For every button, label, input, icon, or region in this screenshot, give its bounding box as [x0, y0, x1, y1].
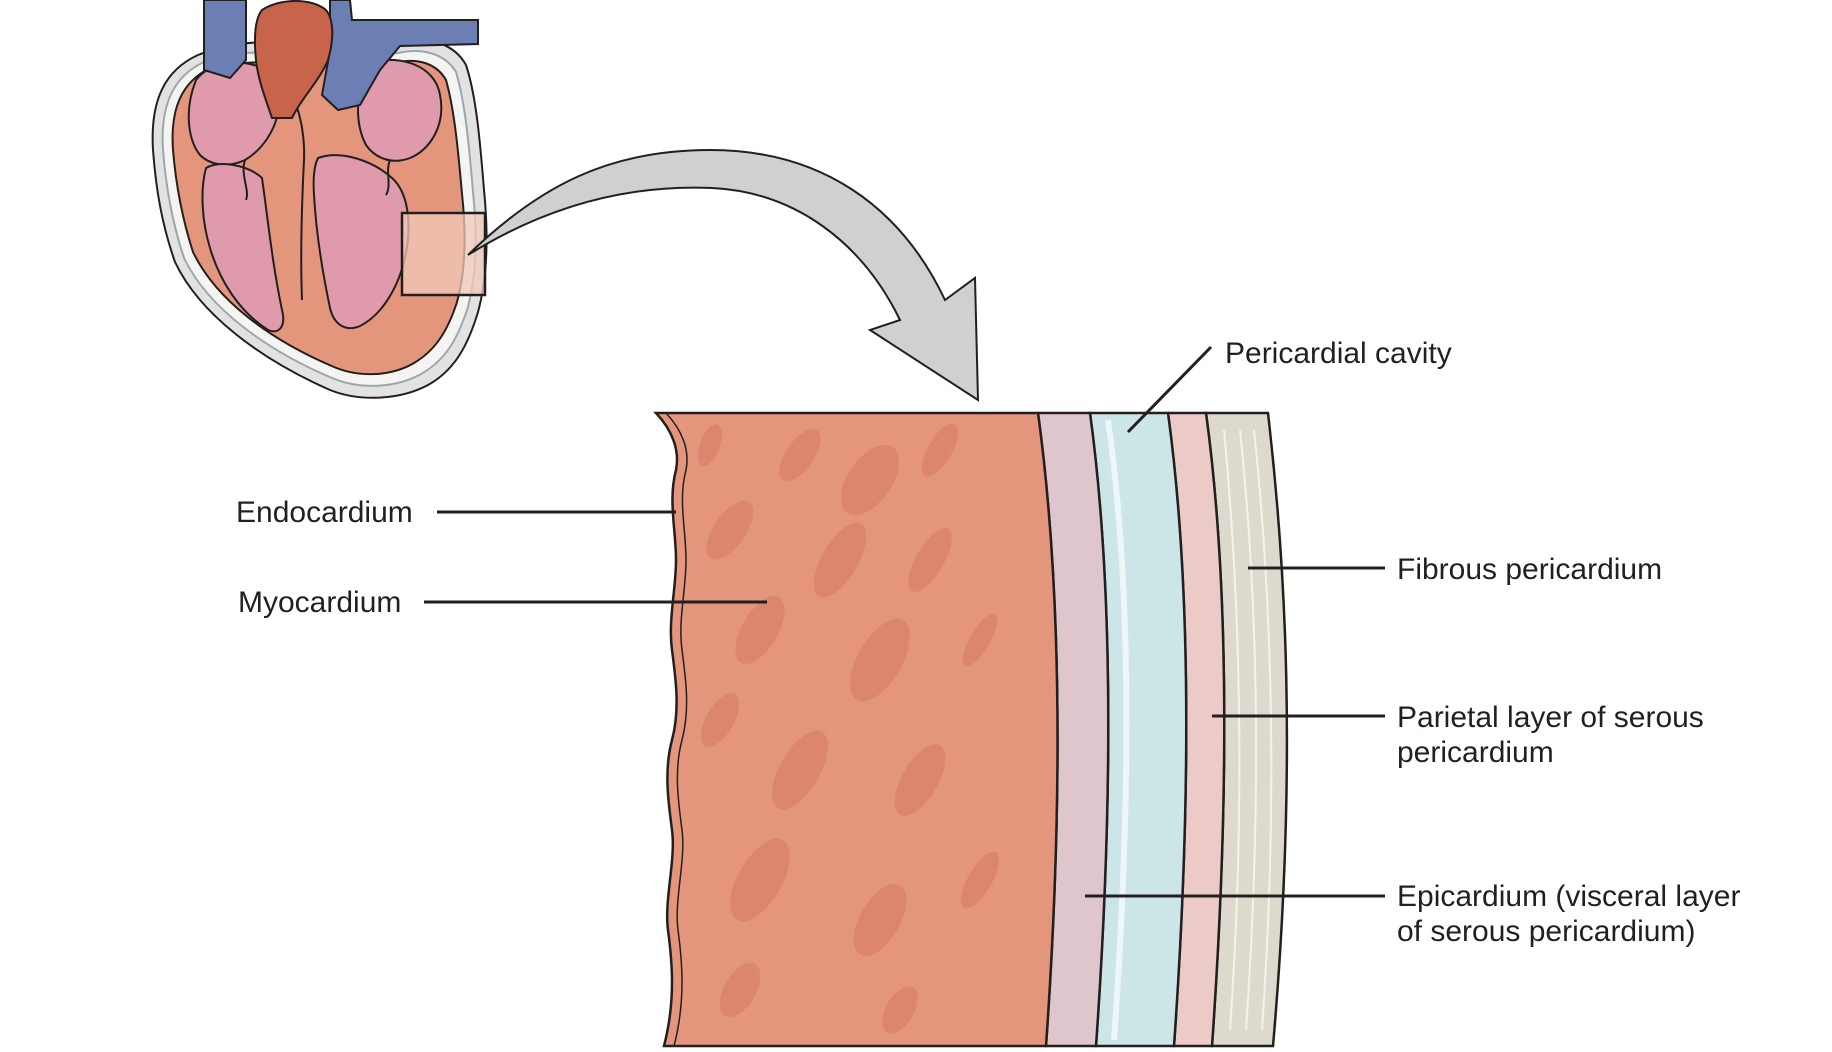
- fibrous-strand: [1239, 429, 1258, 1031]
- fibrous-strand: [1253, 429, 1273, 1031]
- myocardium-fiber: [719, 962, 761, 1018]
- heart-septum: [289, 89, 306, 301]
- label-parietal-layer-line1: Parietal layer of serous: [1397, 701, 1704, 734]
- heart-left-ventricle: [312, 154, 410, 330]
- heart-right-atrium: [187, 61, 280, 166]
- label-epicardium-line2: of serous pericardium): [1397, 915, 1695, 948]
- fibrous-strands: [1223, 429, 1273, 1031]
- fibrous-strand: [1223, 429, 1241, 1031]
- heart-right-ventricle: [201, 163, 285, 333]
- endocardium-line: [665, 412, 688, 1047]
- cavity-highlight: [1105, 419, 1130, 1041]
- myocardium-fiber: [840, 444, 900, 516]
- myocardium-fiber: [700, 693, 740, 747]
- myocardium-fiber: [850, 618, 910, 702]
- heart-aorta: [253, 0, 334, 119]
- zoom-box-icon: [400, 211, 487, 297]
- label-fibrous-pericardium: Fibrous pericardium: [1397, 553, 1662, 586]
- myocardium-fiber: [772, 730, 828, 810]
- label-parietal-layer-line2: pericardium: [1397, 736, 1554, 769]
- myocardium-fiber: [735, 595, 785, 665]
- heart-pulmonary-vessel: [320, 0, 479, 112]
- wall-cross-section: [653, 411, 1289, 1048]
- myocardium-fiber: [882, 986, 918, 1034]
- heart-cross-section-icon: [151, 0, 488, 399]
- myocardium-fiber: [960, 851, 1000, 909]
- curved-arrow-icon: [467, 148, 980, 402]
- heart-valve-line: [242, 159, 248, 201]
- myocardium-fiber: [813, 522, 867, 598]
- myocardium-fiber: [921, 423, 959, 477]
- label-myocardium: Myocardium: [238, 586, 401, 619]
- myocardium-fiber: [962, 613, 998, 667]
- label-pericardial-cavity: Pericardial cavity: [1225, 337, 1452, 370]
- pericardial-cavity-leader: [1126, 345, 1213, 434]
- myocardium-fiber: [853, 883, 907, 957]
- myocardium-fibers: [697, 423, 1000, 1034]
- heart-valve-line: [385, 159, 391, 196]
- label-endocardium: Endocardium: [236, 496, 413, 529]
- myocardium-fiber: [730, 838, 790, 922]
- myocardium-fiber: [779, 429, 821, 481]
- heart-vena-cava: [203, 0, 247, 80]
- myocardium-fiber: [908, 528, 952, 592]
- label-epicardium-line1: Epicardium (visceral layer: [1397, 880, 1740, 913]
- myocardium-fiber: [706, 500, 754, 560]
- myocardium-fiber: [697, 424, 723, 466]
- myocardium-fiber: [894, 744, 946, 816]
